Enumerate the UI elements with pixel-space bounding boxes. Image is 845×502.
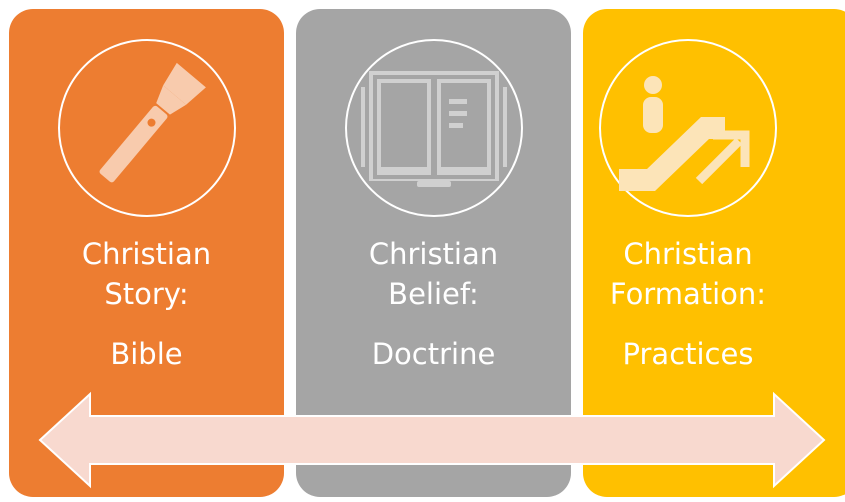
icon-circle xyxy=(599,39,777,217)
flashlight-icon xyxy=(99,62,206,183)
icon-circle xyxy=(57,39,236,217)
card-christian-formation: Christian Formation: Practices xyxy=(583,9,845,497)
card-christian-belief: Christian Belief: Doctrine xyxy=(296,9,571,497)
card-title-line1: Christian xyxy=(368,237,499,271)
card-title-line2: Formation: xyxy=(609,277,767,311)
card-title-line1: Christian xyxy=(81,237,212,271)
icon-circle xyxy=(344,39,523,217)
card-subtitle: Practices xyxy=(622,337,754,371)
card-title-line1: Christian xyxy=(623,237,753,271)
open-book-icon xyxy=(360,71,507,187)
card-title-line2: Belief: xyxy=(388,277,479,311)
card-title-line2: Story: xyxy=(104,277,189,311)
card-subtitle: Doctrine xyxy=(371,337,496,371)
escalator-icon xyxy=(619,76,750,191)
card-subtitle: Bible xyxy=(110,337,183,371)
card-christian-story: Christian Story: Bible xyxy=(9,9,284,497)
